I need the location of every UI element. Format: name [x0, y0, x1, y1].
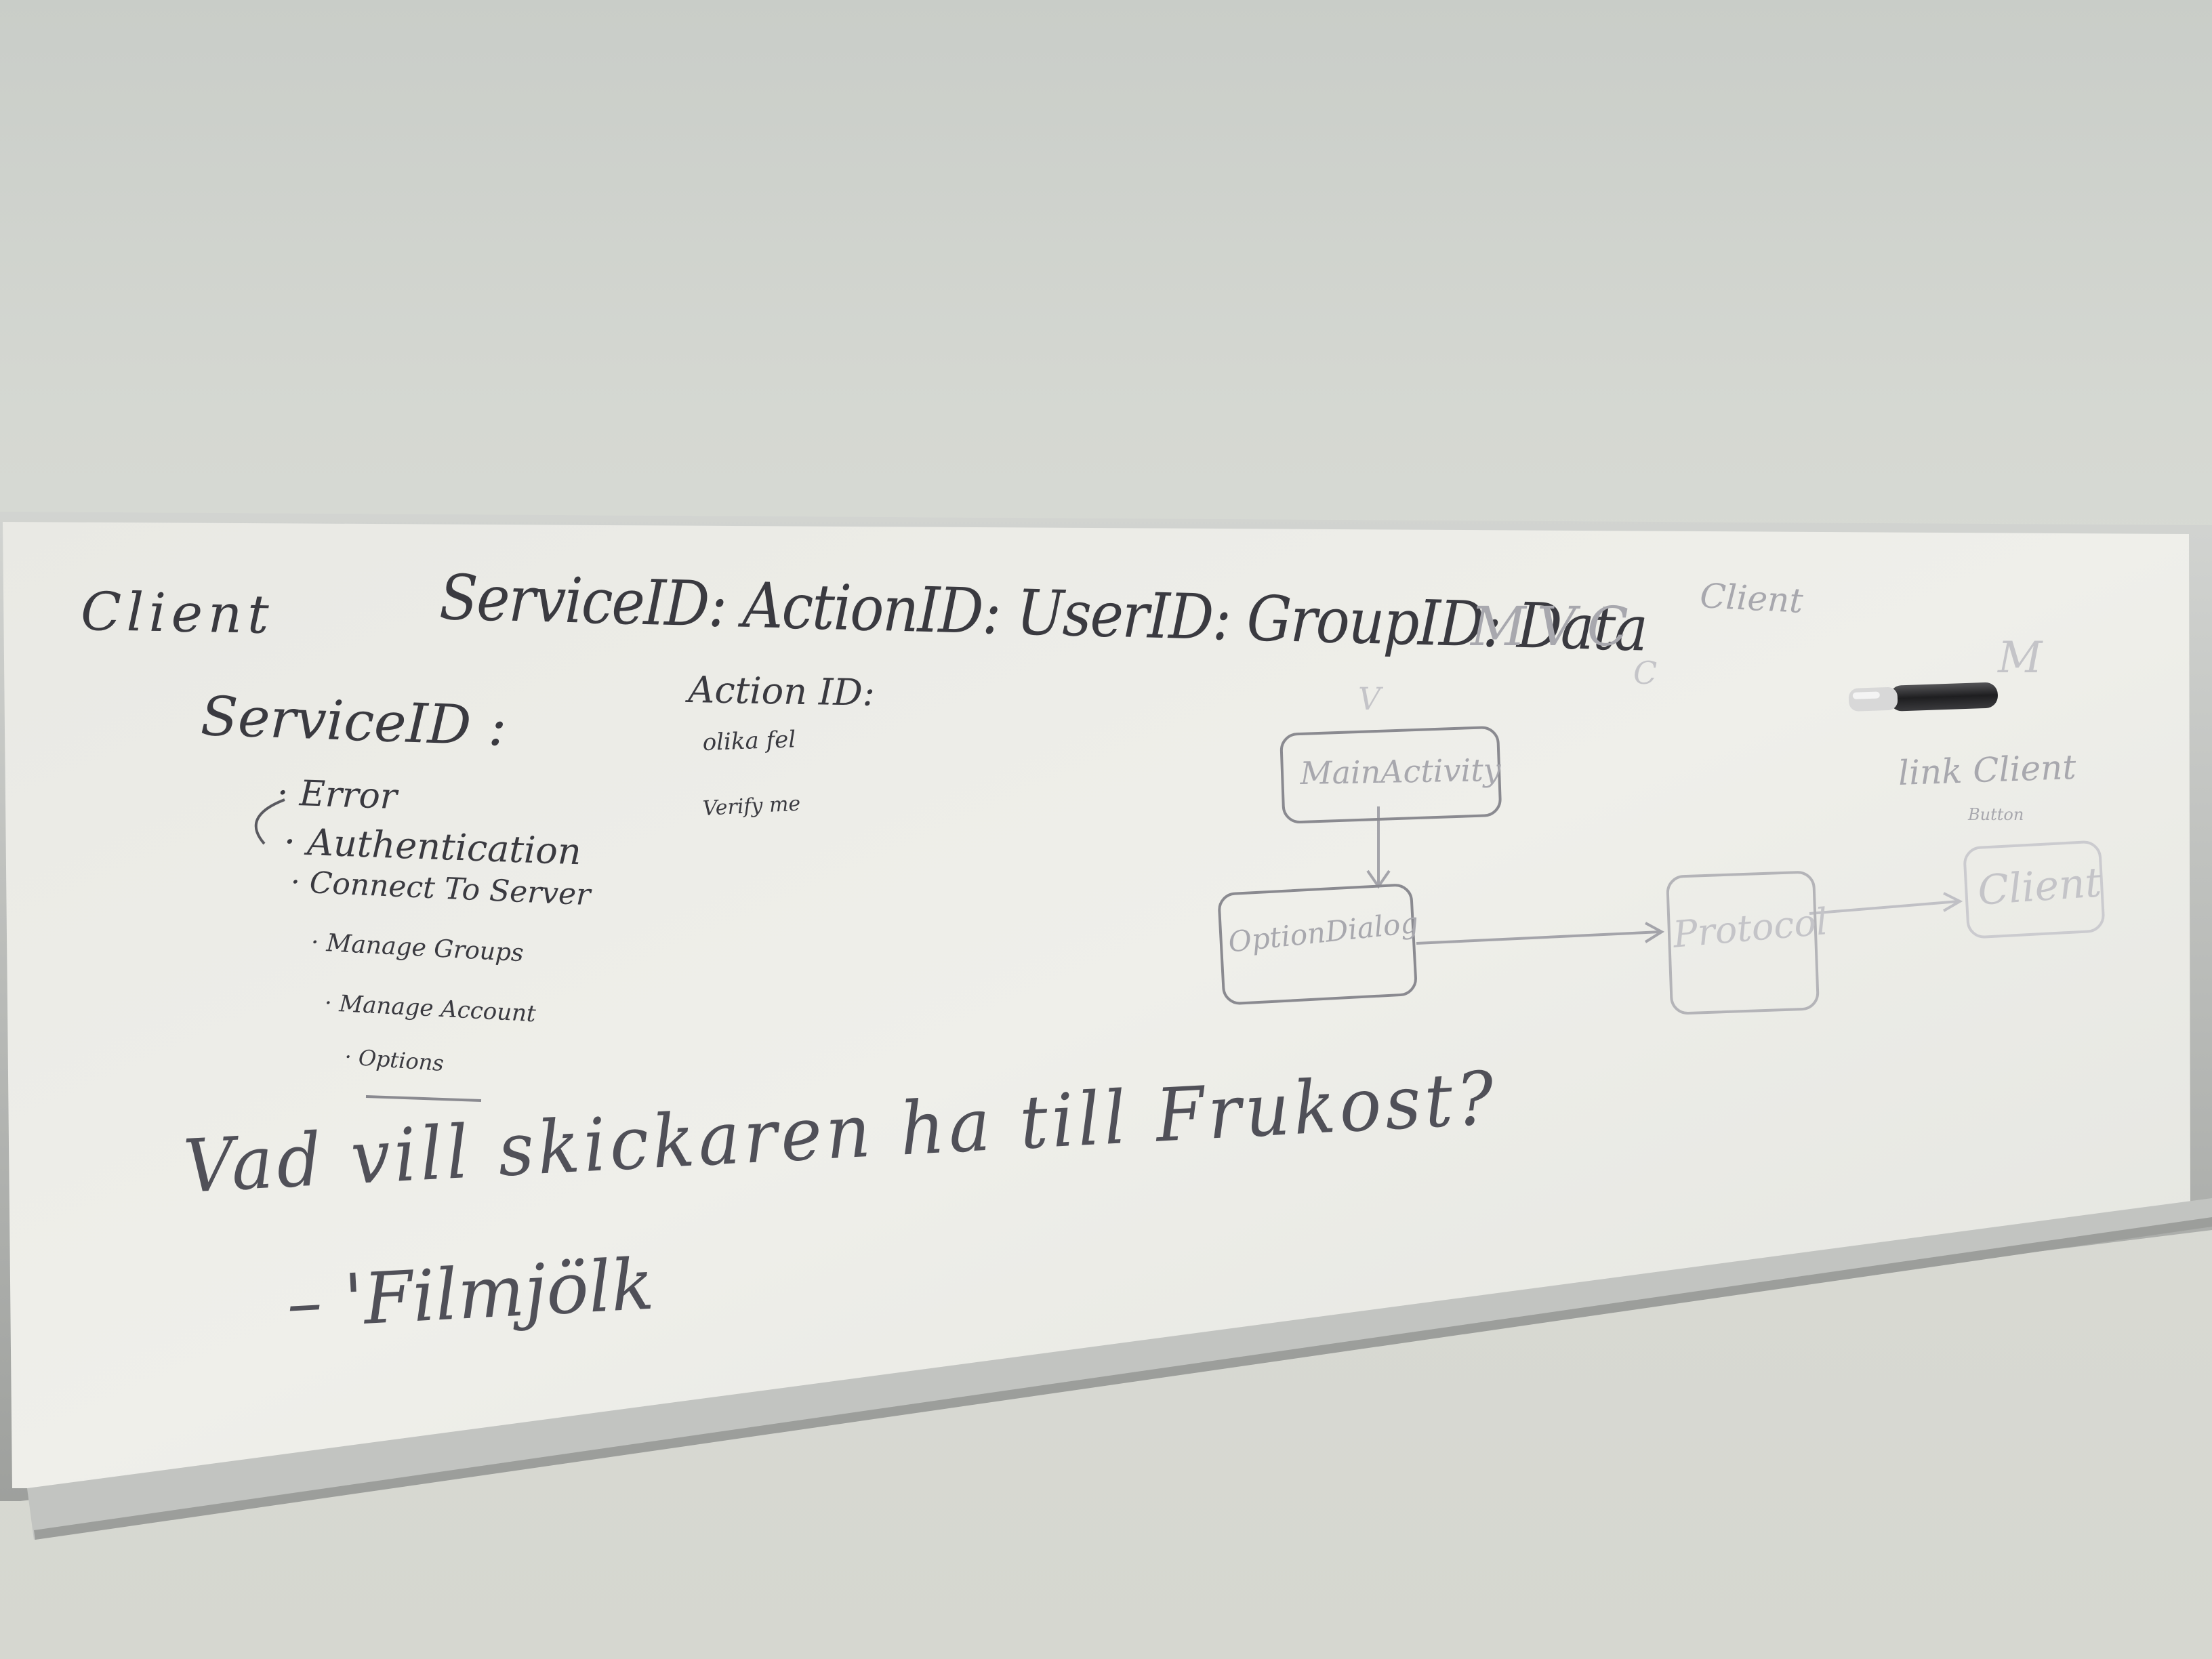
arrow-option-to-protocol [1416, 930, 1661, 945]
mvc-letter-c: C [1633, 655, 1658, 691]
link-client-label: link Client [1898, 747, 2077, 793]
marker-tray-lip [34, 1217, 2212, 1540]
mvc-client-label: Client [1698, 576, 1804, 621]
service-id-title: ServiceID : [199, 684, 508, 758]
arrowhead-protocol-to-client [1942, 892, 1963, 912]
main-activity-label: MainActivity [1300, 751, 1502, 792]
whiteboard-marker-icon[interactable] [1848, 682, 1998, 713]
service-id-item: · Error [276, 773, 398, 818]
header-client-label: Client [80, 581, 275, 646]
whiteboard-surface [3, 522, 2190, 1488]
mvc-letter-v: V [1358, 680, 1381, 717]
link-client-sublabel: Button [1968, 805, 2024, 824]
diagram-arrows [254, 798, 1963, 1102]
mvc-title: MVC [1471, 595, 1639, 658]
arrow-protocol-to-client [1809, 900, 1959, 915]
underline-options [365, 1095, 482, 1102]
action-id-title: Action ID: [687, 668, 876, 714]
mvc-letter-m: M [1998, 633, 2043, 683]
arrowhead-main-to-option [1366, 869, 1391, 889]
client-box-label: Client [1976, 859, 2104, 915]
curved-bracket [254, 798, 285, 845]
action-id-item: olika fel [702, 726, 796, 756]
arrowhead-option-to-protocol [1644, 922, 1664, 943]
